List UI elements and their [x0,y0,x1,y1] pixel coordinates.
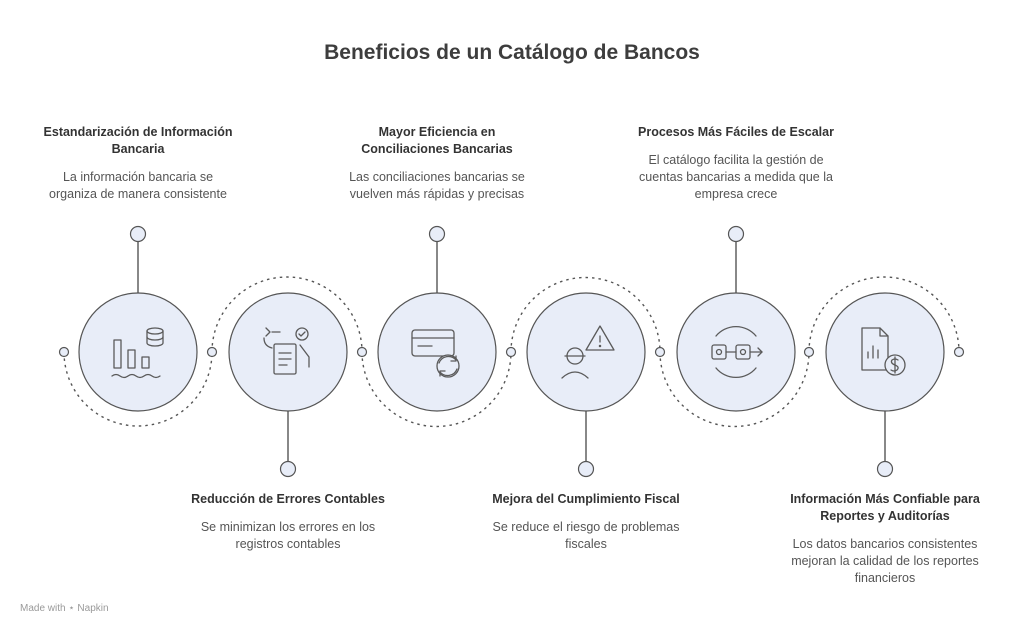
step-1-circle [78,292,198,412]
arc-4 [510,276,661,353]
napkin-logo-icon: ⋆ [68,603,75,614]
step-4-description: Se reduce el riesgo de problemas fiscale… [492,520,680,551]
step-2-label: Reducción de Errores Contables Se minimi… [188,491,388,553]
step-3-circle [377,292,497,412]
step-1-label: Estandarización de Información Bancaria … [38,124,238,203]
step-1-description: La información bancaria se organiza de m… [49,170,227,201]
arc-6 [808,276,960,353]
step-6-heading: Información Más Confiable para Reportes … [790,492,980,523]
arc-2 [211,276,363,353]
card-refresh-icon [411,329,460,378]
brand-name: Napkin [77,603,109,614]
step-2-circle [228,292,348,412]
step-4-circle [526,292,646,412]
made-with-text: Made with [20,603,66,614]
arc-5 [659,351,810,428]
page-title: Beneficios de un Catálogo de Bancos [324,41,700,64]
report-dollar-icon [861,327,906,376]
checklist-icon [263,327,310,375]
arc-3 [361,351,512,428]
step-6-circle [825,292,945,412]
person-warning-icon [561,325,615,379]
step-5-description: El catálogo facilita la gestión de cuent… [639,153,833,201]
step-5-label: Procesos Más Fáciles de Escalar El catál… [636,124,836,203]
step-1-heading: Estandarización de Información Bancaria [43,125,233,156]
step-4-label: Mejora del Cumplimiento Fiscal Se reduce… [486,491,686,553]
step-6-label: Información Más Confiable para Reportes … [785,491,985,587]
arc-1 [63,351,213,427]
bank-data-icon [111,327,164,379]
step-3-description: Las conciliaciones bancarias se vuelven … [349,170,525,201]
footer-credit[interactable]: Made with ⋆ Napkin [20,603,109,614]
step-5-heading: Procesos Más Fáciles de Escalar [638,125,834,139]
step-2-heading: Reducción de Errores Contables [191,492,385,506]
step-2-description: Se minimizan los errores en los registro… [200,520,376,551]
scale-flow-icon [711,326,763,378]
step-6-description: Los datos bancarios consistentes mejoran… [791,537,979,585]
step-3-label: Mayor Eficiencia en Conciliaciones Banca… [337,124,537,203]
step-4-heading: Mejora del Cumplimiento Fiscal [492,492,680,506]
step-3-heading: Mayor Eficiencia en Conciliaciones Banca… [361,125,513,156]
